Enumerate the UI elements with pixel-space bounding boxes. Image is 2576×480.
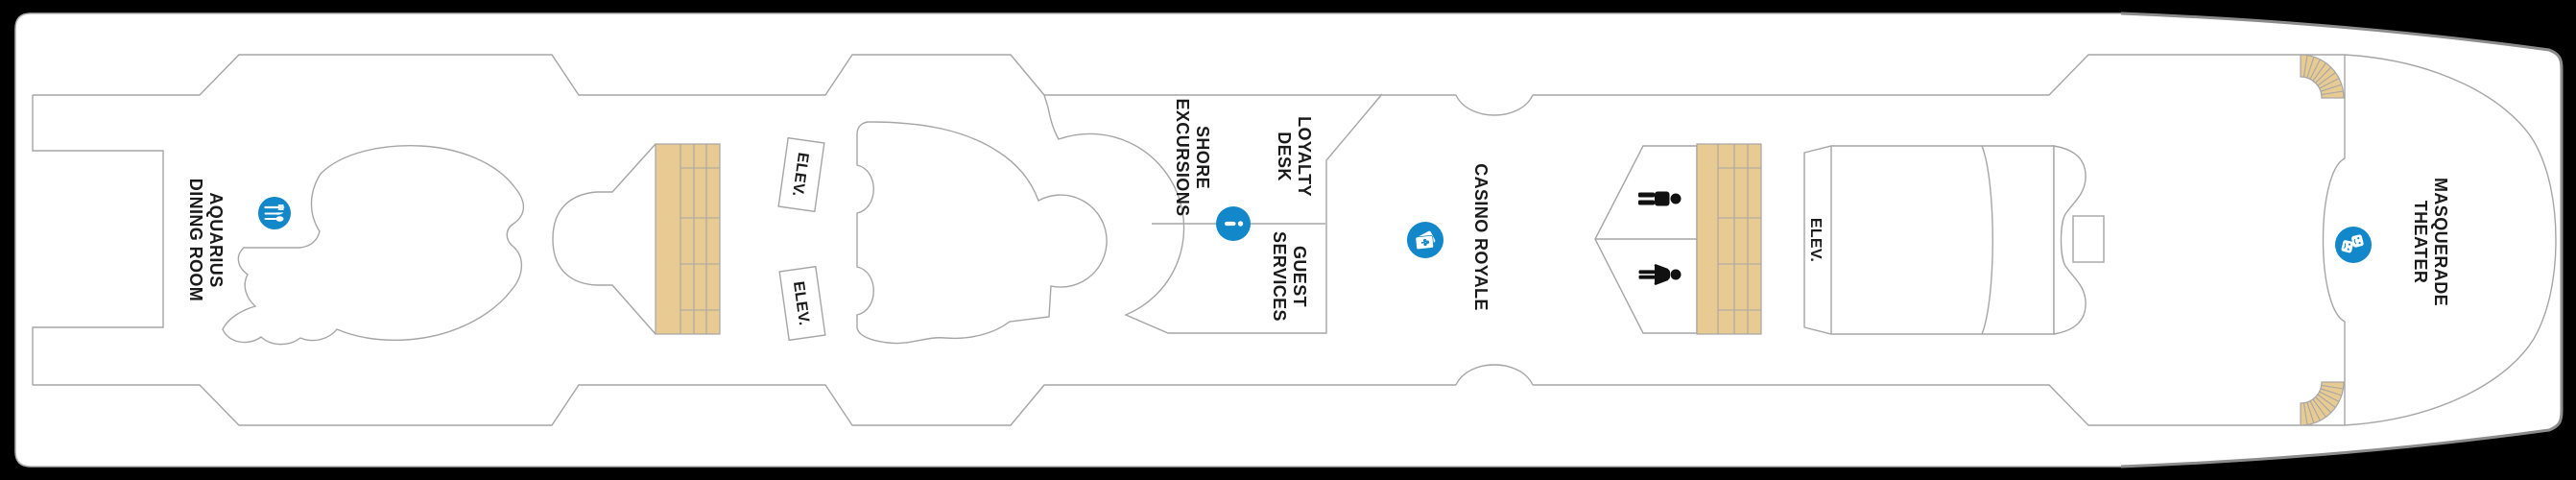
- atrium-lobby-shape: [856, 121, 1108, 345]
- atrium-outer-wall: [1043, 93, 1383, 334]
- elevator-aft-2: ELEV.: [778, 265, 826, 342]
- stage-thrust-box: [2072, 215, 2105, 263]
- theater-left-wall: [2322, 55, 2346, 425]
- casino-cards-icon[interactable]: [1407, 222, 1443, 258]
- svg-text:MASQUERADE: MASQUERADE: [2431, 178, 2450, 306]
- mens-restroom-icon: [1638, 191, 1682, 206]
- svg-text:SHORE: SHORE: [1193, 126, 1212, 189]
- funnel-casing-shape: [552, 143, 656, 335]
- bow-staircase-bottom: [2300, 381, 2345, 426]
- corridor-walls-top: [33, 54, 2345, 116]
- restrooms: [1594, 145, 1698, 334]
- stage-wave-shape: [2053, 145, 2087, 335]
- casino-royale-label: CASINO ROYALE: [1471, 163, 1491, 311]
- stern-walls: [32, 95, 164, 385]
- svg-text:SERVICES: SERVICES: [1270, 231, 1289, 322]
- guest-services-label: GUEST SERVICES: [1270, 231, 1309, 322]
- elevator-aft-2-label: ELEV.: [790, 280, 812, 326]
- svg-text:ELEV.: ELEV.: [1807, 218, 1824, 262]
- corridor-walls-bottom: [33, 364, 2345, 426]
- stage-screen-curve: [1981, 145, 1993, 335]
- svg-text:CASINO ROYALE: CASINO ROYALE: [1471, 163, 1491, 311]
- forward-room: ELEV.: [1803, 145, 2105, 335]
- svg-text:DESK: DESK: [1275, 132, 1294, 181]
- elevator-aft-1-label: ELEV.: [789, 152, 811, 198]
- womens-restroom-icon: [1638, 264, 1682, 285]
- restroom-walls: [1594, 145, 1698, 334]
- dining-icon[interactable]: [258, 197, 291, 229]
- svg-text:GUEST: GUEST: [1290, 246, 1309, 307]
- svg-text:AQUARIUS: AQUARIUS: [206, 192, 226, 287]
- information-icon[interactable]: [1216, 206, 1251, 241]
- shore-excursions-label: SHORE EXCURSIONS: [1173, 98, 1212, 216]
- masquerade-theater-label: MASQUERADE THEATER: [2411, 178, 2450, 306]
- theater-masks-icon[interactable]: [2335, 227, 2372, 263]
- theater-seating-boundary: [2344, 54, 2557, 426]
- bow-hull-edge: [2120, 12, 2564, 468]
- svg-text:THEATER: THEATER: [2411, 201, 2430, 283]
- svg-text:EXCURSIONS: EXCURSIONS: [1173, 98, 1192, 216]
- svg-text:LOYALTY: LOYALTY: [1295, 116, 1314, 197]
- loyalty-desk-label: LOYALTY DESK: [1275, 116, 1314, 197]
- elevator-forward-label: ELEV.: [1807, 218, 1824, 262]
- midship-staircase: [1696, 143, 1762, 335]
- aft-staircase: [655, 143, 721, 335]
- bow-staircase-top: [2300, 54, 2345, 99]
- aquarius-dining-room-label: AQUARIUS DINING ROOM: [186, 179, 226, 301]
- dining-room-shape: [222, 145, 525, 346]
- svg-text:DINING ROOM: DINING ROOM: [186, 179, 205, 301]
- elevator-aft-1: ELEV.: [777, 136, 825, 213]
